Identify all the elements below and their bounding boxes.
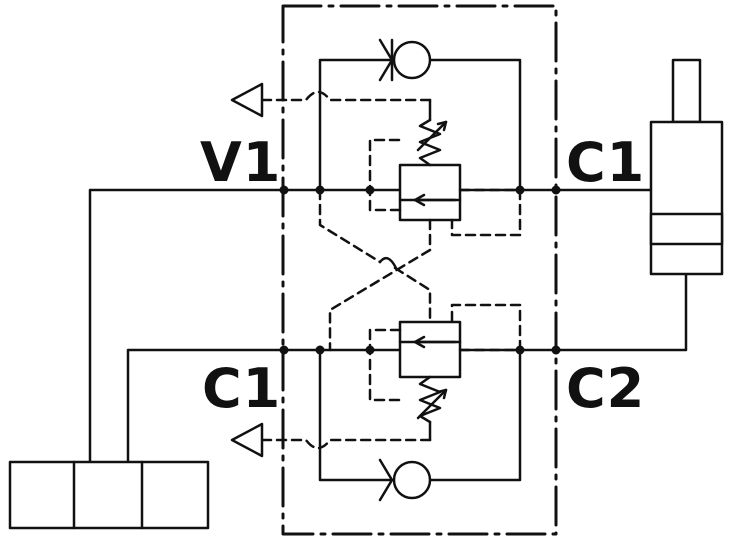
hydraulic-cylinder (649, 58, 724, 276)
c2-to-cylinder-line (558, 272, 688, 352)
label-c1-top: C1 (566, 131, 646, 194)
label-v1: V1 (200, 131, 282, 194)
label-c2: C2 (566, 357, 646, 420)
check-valve-upper (378, 38, 432, 82)
check-valve-lower (378, 458, 432, 502)
drain-symbol-upper (230, 82, 264, 118)
relief-valve-lower (398, 320, 462, 442)
spring-upper (418, 118, 442, 167)
directional-control-valve (8, 460, 210, 530)
pilot-lines (260, 90, 522, 450)
relief-valve-upper (398, 98, 462, 222)
pilot-crossing-hop (378, 256, 398, 270)
manifold-boundary (281, 4, 558, 536)
label-c1-bottom: C1 (202, 357, 282, 420)
drain-symbol-lower (230, 422, 264, 458)
cylinder-barrel (649, 120, 724, 276)
main-lines (88, 188, 688, 464)
cylinder-rod (671, 58, 702, 124)
c1-lower-line (126, 348, 562, 464)
v1-line (88, 188, 562, 464)
junction-dots (279, 185, 561, 355)
cylinder-piston (649, 212, 724, 246)
